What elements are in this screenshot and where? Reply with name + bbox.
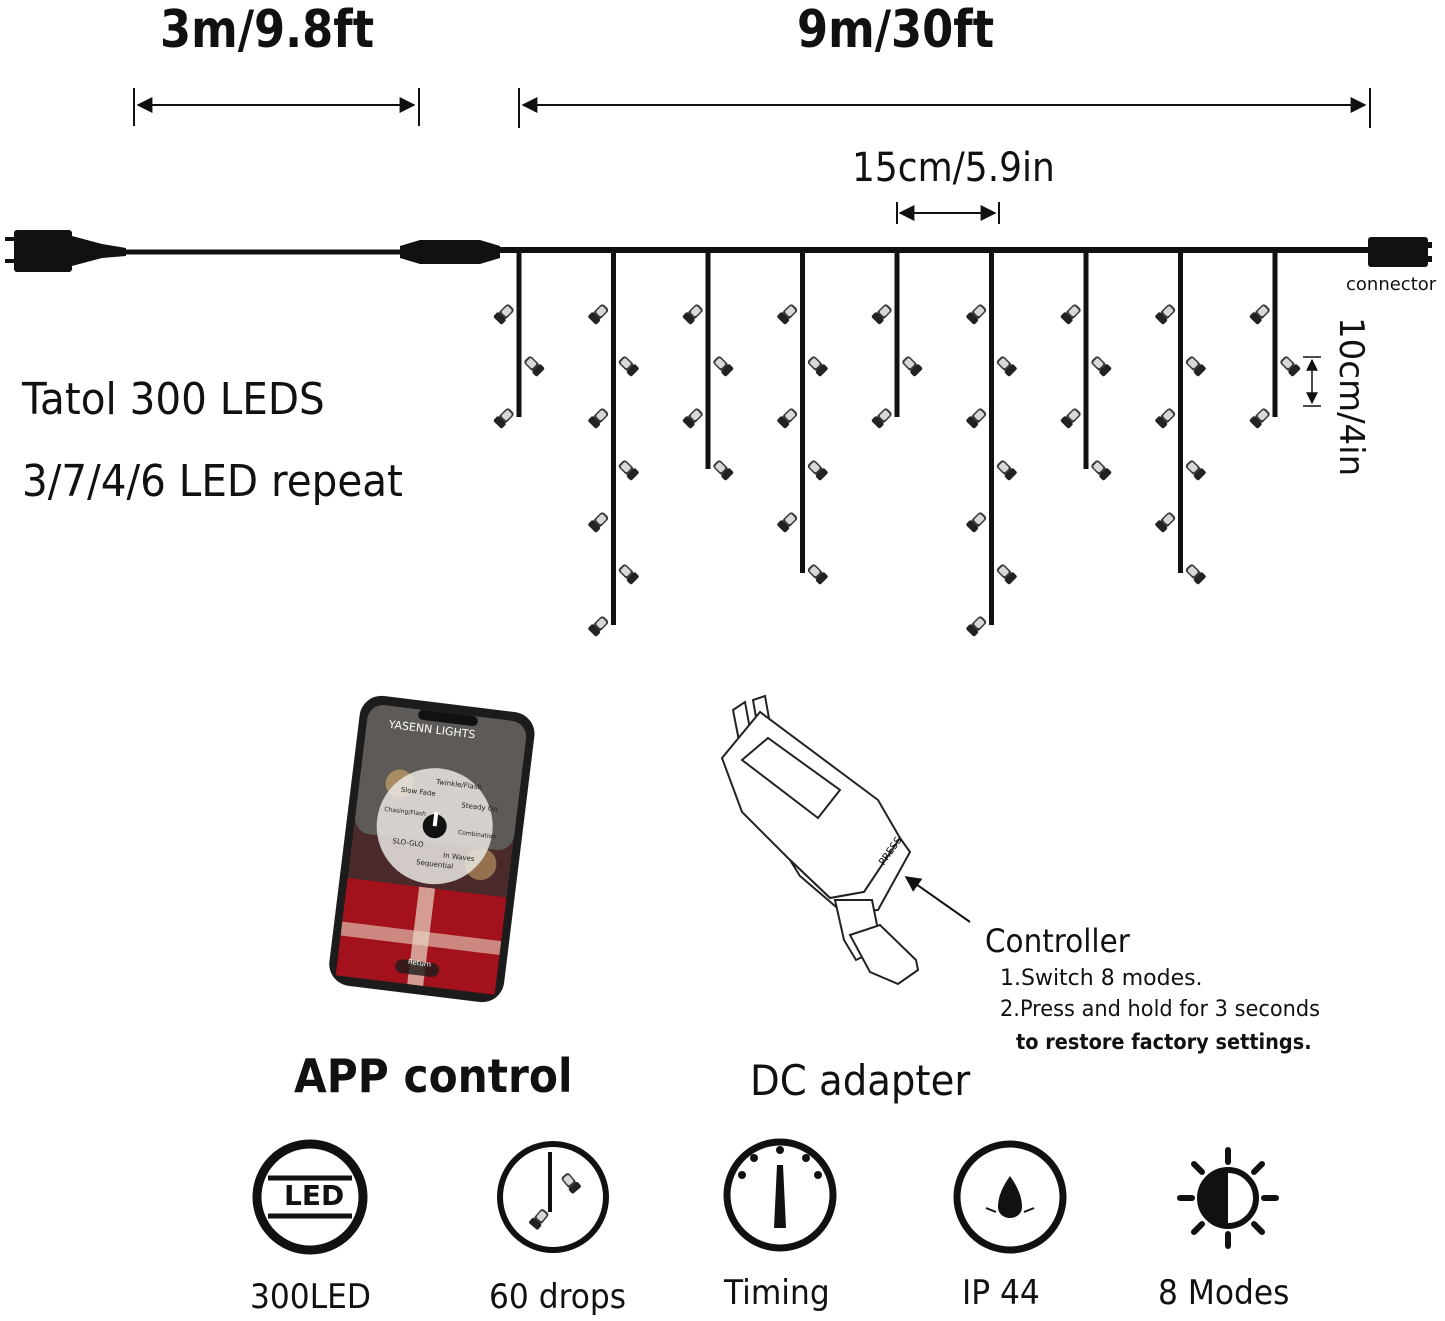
led-bulb [681,406,705,430]
app-title: YASENN LIGHTS [387,717,477,742]
led-bulb [587,510,611,534]
led-bulb [1183,562,1207,586]
led-bulb [805,562,829,586]
led-bulb [1059,406,1083,430]
curtain-dimension [518,88,1371,128]
led-bulb [587,302,611,326]
led-bulb [492,406,516,430]
led-bulb [870,302,894,326]
led-bulb [711,354,735,378]
app-control-caption: APP control [294,1049,573,1103]
led-bulb [616,354,640,378]
led-bulb [870,406,894,430]
dc-adapter-caption: DC adapter [750,1056,971,1105]
led-icon-text: LED [284,1179,345,1212]
led-bulb [1089,458,1113,482]
controller-pointer [904,876,971,923]
controller-note-3: to restore factory settings. [1016,1030,1312,1054]
mode-6: SLO-GLO [392,837,424,849]
led-bulb [492,302,516,326]
bulb-spacing-label: 10cm/4in [1331,317,1371,477]
led-bulb [805,354,829,378]
led-bulb [776,302,800,326]
led-bulb [776,406,800,430]
feature-label-modes: 8 Modes [1158,1273,1290,1313]
led-bulb [1154,302,1178,326]
product-pattern-text: 3/7/4/6 LED repeat [22,456,403,507]
led-bulb [616,458,640,482]
feature-label-led: 300LED [250,1277,371,1317]
led-bulb [965,406,989,430]
led-bulb [1154,510,1178,534]
led-bulb [900,354,924,378]
timer-icon [723,1138,837,1252]
controller-note-2: 2.Press and hold for 3 seconds [1000,997,1321,1022]
sun-icon [1177,1147,1279,1249]
led-bulb [522,354,546,378]
mode-4: Chasing/Flash [383,805,427,818]
inline-connector [400,240,500,264]
connector-label: connector [1346,274,1437,295]
mode-2: Slow Fade [400,785,437,799]
led-bulb [1248,302,1272,326]
feature-label-timing: Timing [724,1273,830,1313]
phone-illustration [329,695,535,1003]
return-button[interactable]: Return [407,957,432,969]
led-bulb [965,614,989,638]
drop-icon [497,1141,609,1253]
led-bulb [965,302,989,326]
feature-label-ip: IP 44 [962,1273,1040,1313]
led-bulb [1278,354,1302,378]
waterproof-icon [953,1140,1067,1254]
led-bulb [776,510,800,534]
drop-spacing-label: 15cm/5.9in [852,145,1055,191]
mode-3: Steady On [460,801,499,814]
led-bulb [681,302,705,326]
led-bulb [587,614,611,638]
led-bulb [994,354,1018,378]
led-bulb [965,510,989,534]
led-icon [252,1139,368,1255]
controller-title: Controller [985,922,1130,960]
curtain-length-label: 9m/30ft [797,0,995,60]
led-bulb [994,562,1018,586]
led-bulb [711,458,735,482]
lead-length-label: 3m/9.8ft [160,0,375,60]
mode-8: Sequential [415,858,454,871]
dc-adapter-illustration [720,694,920,986]
led-bulb [587,406,611,430]
mode-5: Combination [457,829,497,841]
product-count-text: Tatol 300 LEDS [22,374,325,425]
end-connector [1368,237,1432,267]
phone-screen-text: YASENN LIGHTS Twinkle/Flash Slow Fade St… [327,693,537,1004]
power-plug [5,230,126,272]
led-bulb [1248,406,1272,430]
mode-1: Twinkle/Flash [435,778,483,792]
led-bulb [1183,354,1207,378]
led-bulb [1183,458,1207,482]
icicle-drops [492,253,1302,638]
led-bulb [994,458,1018,482]
controller-note-1: 1.Switch 8 modes. [1000,966,1203,991]
spacing-dimension [896,202,1000,224]
lead-dimension [133,88,420,126]
led-bulb [1154,406,1178,430]
led-bulb [616,562,640,586]
feature-label-drops: 60 drops [489,1277,627,1317]
led-bulb [1089,354,1113,378]
led-bulb [1059,302,1083,326]
led-bulb [805,458,829,482]
bulb-spacing-dimension [1303,356,1321,407]
